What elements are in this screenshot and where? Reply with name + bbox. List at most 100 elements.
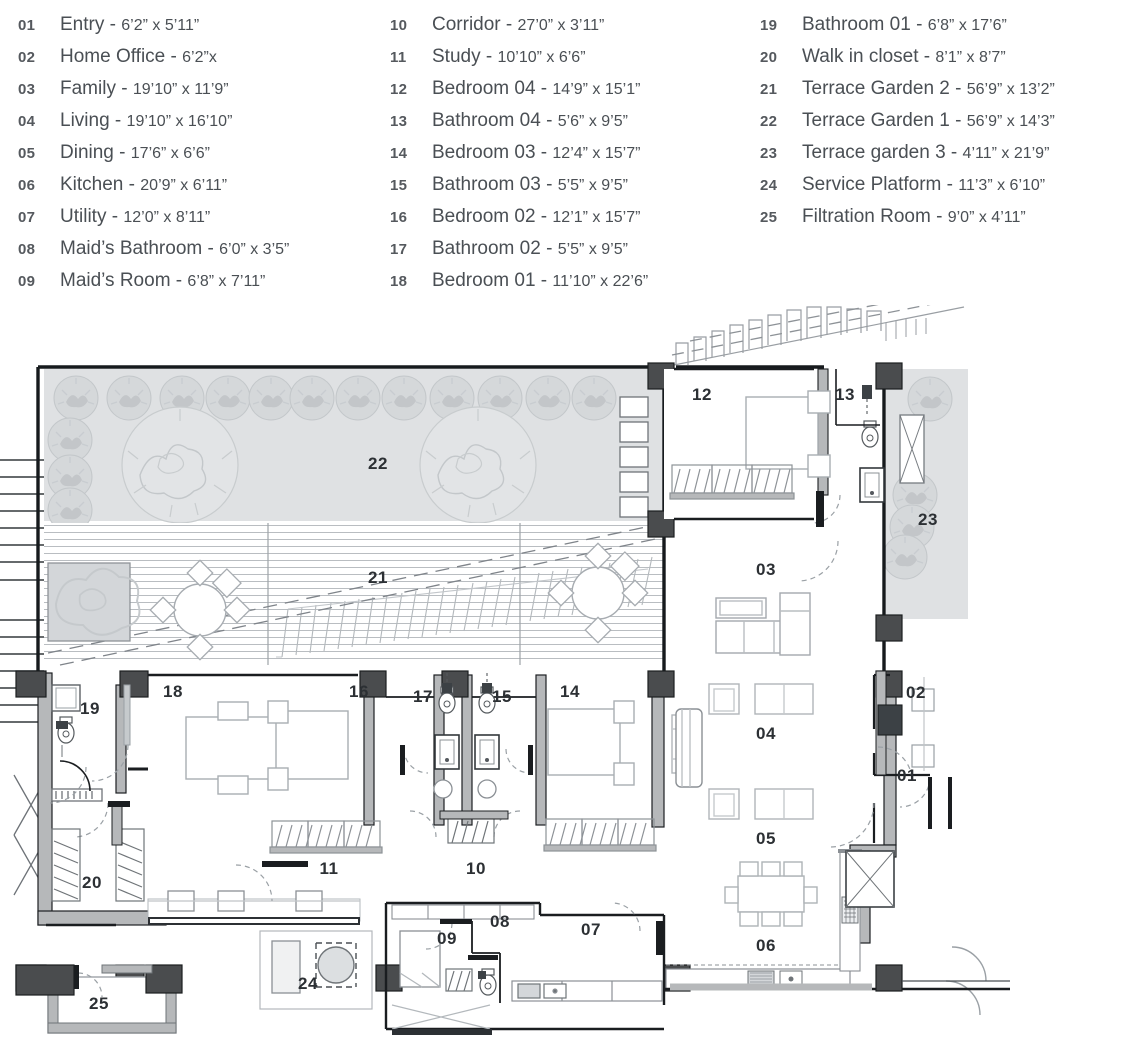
legend-dimension: 5’5” x 9’5” <box>557 177 628 194</box>
legend-item: 07 Utility - 12’0” x 8’11” <box>18 206 398 238</box>
room-label-24: 24 <box>298 974 318 993</box>
legend-dimension: 6’8” x 17’6” <box>927 17 1007 34</box>
legend-label: Bedroom 03 - 12’4” x 15’7” <box>432 142 641 163</box>
legend-number: 06 <box>18 177 36 194</box>
bathroom-01-closet-area <box>49 684 145 902</box>
room-label-21: 21 <box>368 568 388 587</box>
legend-dimension: 12’1” x 15’7” <box>552 209 641 226</box>
legend-item: 24 Service Platform - 11’3” x 6’10” <box>760 174 1133 206</box>
legend-label: Service Platform - 11’3” x 6’10” <box>802 174 1046 195</box>
legend-label: Bathroom 01 - 6’8” x 17’6” <box>802 14 1007 35</box>
closet-09 <box>445 968 473 992</box>
legend-column-2: 10 Corridor - 27’0” x 3’11” 11 Study - 1… <box>390 14 762 302</box>
legend-label: Walk in closet - 8’1” x 8’7” <box>802 46 1006 67</box>
legend-label: Terrace garden 3 - 4’11” x 21’9” <box>802 142 1050 163</box>
legend-number: 03 <box>18 81 36 98</box>
legend-label: Terrace Garden 2 - 56’9” x 13’2” <box>802 78 1055 99</box>
legend-label: Bedroom 01 - 11’10” x 22’6” <box>432 270 649 291</box>
legend-item: 13 Bathroom 04 - 5’6” x 9’5” <box>390 110 762 142</box>
legend-number: 10 <box>390 17 408 34</box>
office-desk-02 <box>911 677 935 771</box>
floor-plan-drawing: 22 21 12 13 23 03 02 04 01 05 06 18 16 1… <box>0 305 1133 1044</box>
wardrobe-bedroom-03 <box>543 818 657 852</box>
legend-item: 05 Dining - 17’6” x 6’6” <box>18 142 398 174</box>
legend-dimension: 12’0” x 8’11” <box>123 209 211 226</box>
legend-label: Kitchen - 20’9” x 6’11” <box>60 174 228 195</box>
legend-label: Utility - 12’0” x 8’11” <box>60 206 211 227</box>
legend-dimension: 8’1” x 8’7” <box>935 49 1006 66</box>
legend-number: 19 <box>760 17 778 34</box>
legend-item: 04 Living - 19’10” x 16’10” <box>18 110 398 142</box>
legend-item: 16 Bedroom 02 - 12’1” x 15’7” <box>390 206 762 238</box>
room-label-23: 23 <box>918 510 938 529</box>
legend-item: 20 Walk in closet - 8’1” x 8’7” <box>760 46 1133 78</box>
legend-label: Bathroom 03 - 5’5” x 9’5” <box>432 174 628 195</box>
room-label-08: 08 <box>490 912 510 931</box>
legend-label: Terrace Garden 1 - 56’9” x 14’3” <box>802 110 1055 131</box>
legend-item: 22 Terrace Garden 1 - 56’9” x 14’3” <box>760 110 1133 142</box>
roof-canopy-structure <box>663 305 965 368</box>
legend-dimension: 10’10” x 6’6” <box>497 49 586 66</box>
legend-label: Living - 19’10” x 16’10” <box>60 110 233 131</box>
bed-bedroom-02 <box>267 700 349 791</box>
filtration-room-25 <box>15 964 183 1034</box>
legend-item: 09 Maid’s Room - 6’8” x 7’11” <box>18 270 398 302</box>
bedroom-02-area <box>267 700 383 854</box>
bathroom-04-fixtures <box>835 369 885 503</box>
legend-dimension: 27’0” x 3’11” <box>517 17 605 34</box>
legend-label: Study - 10’10” x 6’6” <box>432 46 586 67</box>
entry-door-leaf <box>928 777 952 829</box>
legend-item: 11 Study - 10’10” x 6’6” <box>390 46 762 78</box>
bathtub-01 <box>51 788 103 802</box>
room-label-17: 17 <box>413 687 433 706</box>
legend-dimension: 14’9” x 15’1” <box>552 81 641 98</box>
legend-dimension: 11’10” x 22’6” <box>552 273 649 290</box>
dining-table-05 <box>724 861 818 927</box>
legend-number: 23 <box>760 145 778 162</box>
legend-label: Filtration Room - 9’0” x 4’11” <box>802 206 1026 227</box>
legend-dimension: 4’11” x 21’9” <box>962 145 1050 162</box>
study-corridor-area <box>147 861 361 925</box>
room-label-19: 19 <box>80 699 100 718</box>
legend-dimension: 19’10” x 11’9” <box>132 81 229 98</box>
legend-label: Bathroom 04 - 5’6” x 9’5” <box>432 110 628 131</box>
legend-column-3: 19 Bathroom 01 - 6’8” x 17’6” 20 Walk in… <box>760 14 1133 238</box>
legend-number: 12 <box>390 81 408 98</box>
room-label-04: 04 <box>756 724 776 743</box>
legend-number: 15 <box>390 177 408 194</box>
legend-dimension: 17’6” x 6’6” <box>130 145 210 162</box>
legend-number: 17 <box>390 241 408 258</box>
room-label-12: 12 <box>692 385 712 404</box>
room-label-18: 18 <box>163 682 183 701</box>
legend-item: 14 Bedroom 03 - 12’4” x 15’7” <box>390 142 762 174</box>
room-label-16: 16 <box>349 682 369 701</box>
legend-item: 01 Entry - 6’2” x 5’11” <box>18 14 398 46</box>
legend-dimension: 12’4” x 15’7” <box>552 145 641 162</box>
legend-number: 21 <box>760 81 778 98</box>
legend-number: 18 <box>390 273 408 290</box>
bedroom-04-area <box>664 367 885 582</box>
legend-column-1: 01 Entry - 6’2” x 5’11” 02 Home Office -… <box>18 14 398 302</box>
room-label-11: 11 <box>320 859 339 878</box>
legend-item: 19 Bathroom 01 - 6’8” x 17’6” <box>760 14 1133 46</box>
legend-label: Maid’s Room - 6’8” x 7’11” <box>60 270 266 291</box>
legend-item: 03 Family - 19’10” x 11’9” <box>18 78 398 110</box>
legend-item: 06 Kitchen - 20’9” x 6’11” <box>18 174 398 206</box>
vanity-sinks <box>433 779 497 799</box>
terrace-garden-2-area <box>44 522 666 666</box>
legend-number: 01 <box>18 17 36 34</box>
room-label-06: 06 <box>756 936 776 955</box>
legend-dimension: 9’0” x 4’11” <box>947 209 1026 226</box>
legend-label: Family - 19’10” x 11’9” <box>60 78 229 99</box>
legend-number: 20 <box>760 49 778 66</box>
home-office-entry-area <box>829 670 1010 1016</box>
wardrobe-bedroom-04 <box>669 464 795 500</box>
service-platform-24 <box>259 930 373 1010</box>
legend-label: Home Office - 6’2”x <box>60 46 217 67</box>
legend-number: 14 <box>390 145 408 162</box>
legend-dimension: 6’2”x <box>182 49 217 66</box>
legend-dimension: 6’0” x 3’5” <box>219 241 290 258</box>
legend-number: 07 <box>18 209 36 226</box>
room-label-02: 02 <box>906 683 926 702</box>
legend-number: 24 <box>760 177 778 194</box>
